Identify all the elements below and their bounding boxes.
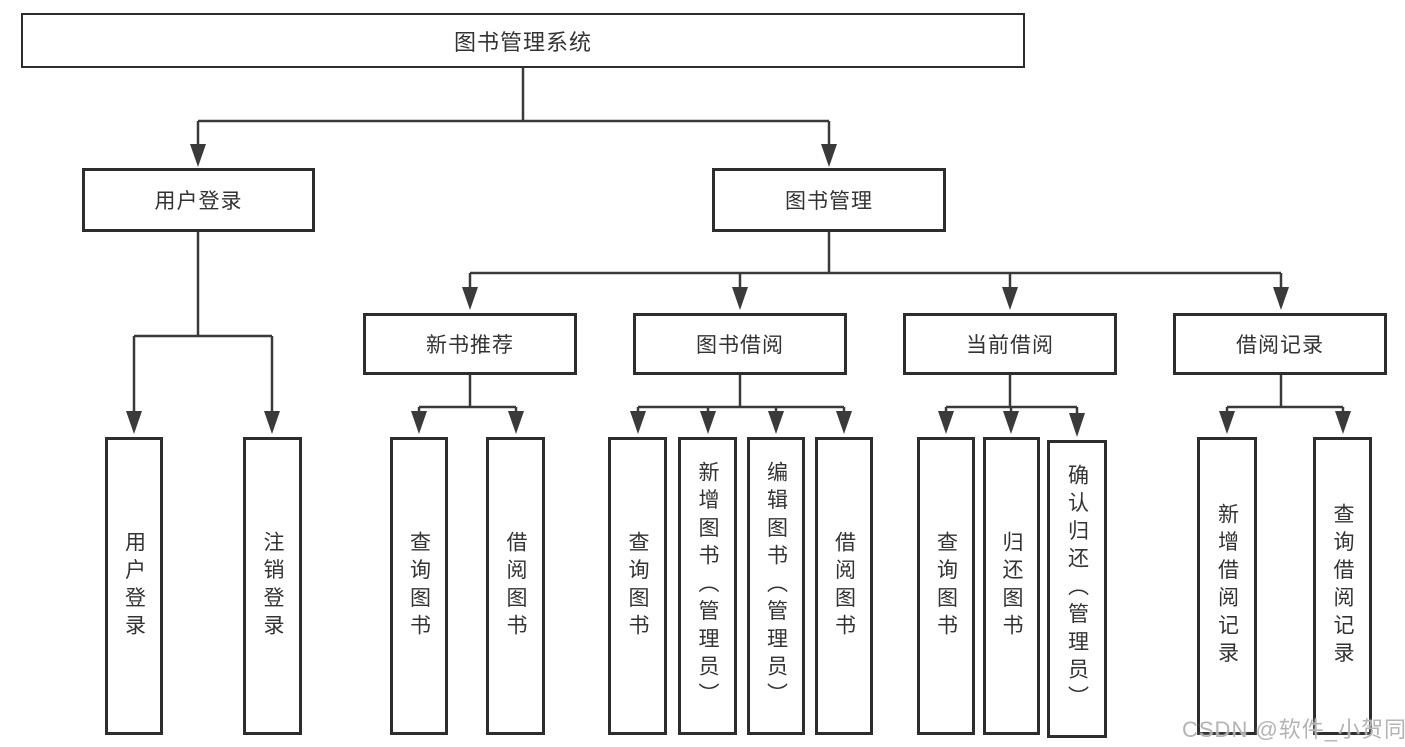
leaf-query-borrow-record: 查询借阅记录 (1313, 437, 1372, 735)
arrowhead (1069, 413, 1085, 437)
node-book-borrowing: 图书借阅 (633, 313, 847, 375)
arrowhead (126, 411, 142, 434)
arrowhead (1335, 411, 1351, 434)
arrowhead (938, 411, 954, 434)
arrowhead (1002, 287, 1018, 310)
leaf-user-login: 用户登录 (105, 437, 163, 735)
node-new-book-recommendation: 新书推荐 (363, 313, 577, 375)
arrowhead (264, 411, 280, 434)
node-book-management: 图书管理 (712, 168, 946, 232)
arrowhead (190, 144, 206, 167)
node-library-management-system: 图书管理系统 (21, 13, 1025, 68)
arrowhead (700, 411, 716, 434)
connector-current-to-leaves (944, 375, 1079, 414)
node-user-login: 用户登录 (82, 168, 315, 232)
arrowhead (411, 411, 427, 434)
arrowhead (1273, 287, 1289, 310)
arrowhead (630, 411, 646, 434)
leaf-add-borrow-record: 新增借阅记录 (1197, 437, 1257, 735)
connector-records-to-leaves (1225, 375, 1345, 412)
arrowhead (821, 144, 837, 167)
arrowhead (768, 411, 784, 434)
connector-root-to-level2 (196, 68, 831, 145)
leaf-query-books-current: 查询图书 (917, 437, 975, 735)
leaf-edit-books-admin: 编辑图书（管理员） (747, 437, 805, 735)
arrowhead (732, 287, 748, 310)
leaf-logout: 注销登录 (243, 437, 302, 735)
node-borrowing-records: 借阅记录 (1173, 313, 1387, 375)
arrowhead (1219, 411, 1235, 434)
connector-login-to-leaves (132, 232, 274, 412)
arrowhead (1003, 411, 1019, 434)
leaf-return-books: 归还图书 (983, 437, 1040, 735)
node-current-borrowing: 当前借阅 (903, 313, 1117, 375)
leaf-query-books-recommend: 查询图书 (390, 437, 448, 735)
connector-mgmt-to-level3 (468, 232, 1283, 288)
connector-borrow-to-leaves (636, 375, 846, 412)
arrowhead (462, 287, 478, 310)
leaf-add-books-admin: 新增图书（管理员） (678, 437, 737, 735)
leaf-confirm-return-admin: 确认归还（管理员） (1047, 440, 1107, 738)
leaf-borrow-books-recommend: 借阅图书 (486, 437, 545, 735)
arrowhead (508, 411, 524, 434)
csdn-watermark: CSDN @软件_小贺同学 (1182, 717, 1405, 742)
leaf-borrow-books: 借阅图书 (815, 437, 873, 735)
arrowhead (836, 411, 852, 434)
connector-recommend-to-leaves (417, 375, 518, 412)
leaf-query-books-borrow: 查询图书 (608, 437, 667, 735)
